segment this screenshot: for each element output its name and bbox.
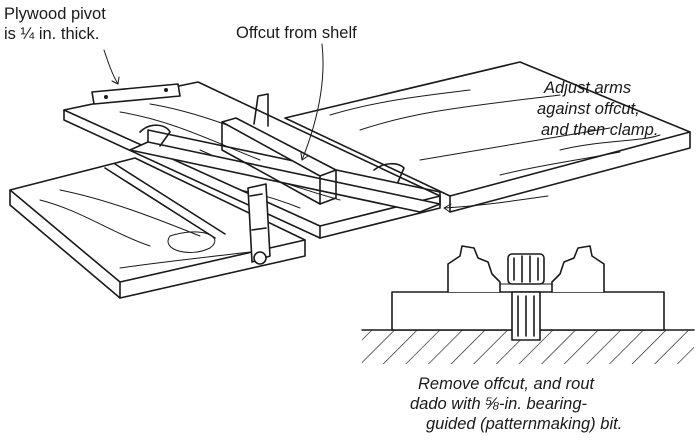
jig-arm-section-left: [447, 245, 501, 293]
adjust-label-line1: Adjust arms: [544, 79, 632, 97]
adjust-label-line2: against offcut,: [537, 100, 640, 118]
pivot-label-line1: Plywood pivot: [4, 5, 106, 23]
adjust-leader: [443, 195, 549, 209]
offcut-label: Offcut from shelf: [236, 24, 357, 42]
remove-label-line2: dado with ⅝-in. bearing-: [410, 395, 588, 413]
remove-label-line3: guided (patternmaking) bit.: [426, 415, 623, 433]
jig-arm-section-right: [551, 245, 605, 293]
pivot-leader: [103, 49, 119, 85]
clamp-back: [253, 93, 269, 127]
dado-groove: [104, 167, 216, 239]
adjust-label-line3: and then clamp.: [541, 121, 659, 139]
plywood-pivot: [91, 83, 181, 105]
jig-drawing: [9, 43, 691, 299]
clamp-left: [139, 124, 171, 147]
clamp-right: [373, 162, 405, 183]
remove-label-line1: Remove offcut, and rout: [418, 375, 595, 393]
clamp-front: [247, 183, 271, 265]
router-bit: [507, 253, 545, 285]
pivot-label-line2: is ¼ in. thick.: [4, 25, 100, 43]
offcut-leader: [301, 43, 324, 161]
routing-section: [361, 245, 695, 364]
